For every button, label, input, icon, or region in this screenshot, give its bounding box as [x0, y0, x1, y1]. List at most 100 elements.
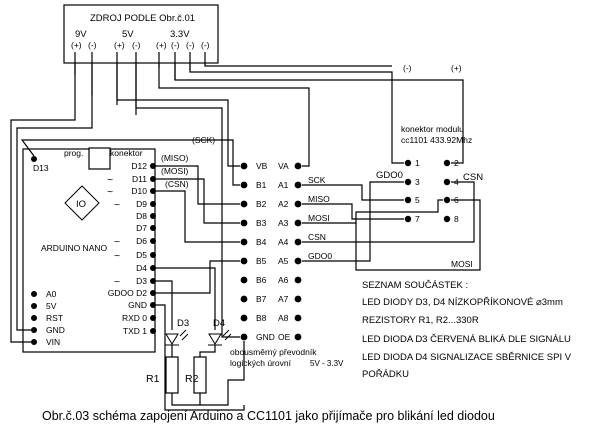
pin-gnd-conv-dot	[240, 333, 248, 341]
pwm-d10: ~	[107, 186, 113, 198]
d13-label: D13	[33, 163, 49, 173]
pin-d7-dot	[150, 225, 156, 231]
pin-a1: A1	[278, 180, 289, 190]
konektor-label: konektor	[110, 148, 143, 158]
pin-d4-dot	[150, 265, 156, 271]
figure-caption: Obr.č.03 schéma zapojení Arduino a CC110…	[42, 409, 495, 423]
parts-title: SEZNAM SOUČÁSTEK :	[362, 280, 468, 291]
module-pin-7-dot	[404, 215, 412, 223]
pin-b5-dot	[240, 257, 248, 265]
converter-right-pins: VA A1 A2 A3 A4 A5 A6 A7 A8 OE	[278, 161, 302, 342]
module-pin-1-dot	[404, 159, 412, 167]
pin-vb-dot	[240, 162, 248, 170]
module-pin-1: 1	[415, 158, 420, 168]
power-source-title: ZDROJ PODLE Obr.č.01	[90, 13, 195, 24]
module-title-2: cc1101 433.92Mhz	[401, 135, 472, 145]
pin-a1-dot	[294, 181, 302, 189]
pin-d7: D7	[136, 223, 147, 233]
pin-vin: VIN	[46, 337, 60, 347]
pin-oe: OE	[278, 332, 291, 342]
parts-item-5: POŘÁDKU	[362, 369, 409, 380]
module-plus-label: (+)	[451, 63, 462, 73]
pin-d3-dot	[150, 278, 156, 284]
module-pins: 1 2 3 4 5 6 7 8	[404, 158, 459, 224]
pin-a7: A7	[278, 294, 289, 304]
pin-a5-dot	[294, 257, 302, 265]
pin-a6-dot	[294, 276, 302, 284]
arduino-left-pins: A0 5V RST GND VIN	[31, 289, 65, 347]
pin-d10: D10	[131, 186, 147, 196]
pin-a8: A8	[278, 313, 289, 323]
label-3v3: 3.3V	[170, 29, 190, 40]
pwm-d6: ~	[114, 236, 120, 248]
pin-a3: A3	[278, 218, 289, 228]
pin-b2: B2	[256, 199, 267, 209]
label-d4: D4	[213, 318, 225, 329]
pin-3v3-minus-c: (-)	[201, 40, 210, 50]
module-pin-8: 8	[454, 214, 459, 224]
pin-9v-plus: (+)	[71, 40, 82, 50]
signal-mosi: MOSI	[308, 213, 330, 223]
pin-d10-dot	[150, 188, 156, 194]
label-r1: R1	[146, 373, 160, 385]
io-label: IO	[76, 199, 86, 210]
pin-a4: A4	[278, 237, 289, 247]
module-csn-label: CSN	[463, 172, 483, 183]
module-pin-4-dot	[443, 178, 451, 186]
led-d3: D3	[165, 318, 189, 346]
converter-voltage: 5V - 3.3V	[310, 359, 344, 368]
tag-miso: (MISO)	[161, 153, 189, 163]
pin-d6-dot	[150, 238, 156, 244]
pin-a4-dot	[294, 238, 302, 246]
pin-d11: D11	[132, 174, 147, 184]
pin-d8: D8	[136, 211, 147, 221]
pin-9v-minus: (-)	[88, 40, 97, 50]
pin-3v3-minus-a: (-)	[171, 40, 180, 50]
converter-line-2: logických úrovní	[230, 358, 292, 368]
pin-3v3-plus: (+)	[156, 40, 167, 50]
signal-sck: SCK	[308, 175, 326, 185]
power-source: ZDROJ PODLE Obr.č.01 9V 5V 3.3V (+) (-) …	[63, 4, 219, 64]
module-pin-3: 3	[415, 177, 420, 187]
module-pin-2-dot	[443, 159, 451, 167]
arduino-right-pins: D12 D11 D10 D9 D8 D7 D6 D5 D4 D3 GDOO D2…	[107, 161, 156, 336]
label-d3: D3	[177, 318, 189, 329]
pin-3v3-minus-b: (-)	[186, 40, 195, 50]
usb-connector	[88, 147, 111, 170]
pin-a6: A6	[278, 275, 289, 285]
pwm-d5: ~	[114, 250, 120, 262]
pin-rxd: RXD 0	[122, 313, 147, 323]
module-pin-3-dot	[404, 178, 412, 186]
pin-5v: 5V	[46, 301, 57, 311]
signal-miso: MISO	[308, 194, 330, 204]
pwm-d11: ~	[107, 174, 113, 186]
pin-b6: B6	[256, 275, 267, 285]
pwm-d9: ~	[114, 199, 120, 211]
pin-d4: D4	[136, 263, 147, 273]
pin-b8: B8	[256, 313, 267, 323]
module-pin-7: 7	[415, 214, 420, 224]
pin-rxd-dot	[150, 315, 156, 321]
pin-b1: B1	[256, 180, 267, 190]
pin-rst: RST	[46, 313, 63, 323]
pin-a2: A2	[278, 199, 289, 209]
pin-d8-dot	[150, 213, 156, 219]
pin-b7: B7	[256, 294, 267, 304]
converter-left-pins: VB B1 B2 B3 B4 B5 B6 B7 B8 GND	[240, 161, 275, 342]
pin-gnd-right-dot	[150, 302, 156, 308]
pin-b7-dot	[240, 295, 248, 303]
level-converter: VB B1 B2 B3 B4 B5 B6 B7 B8 GND VA A1 A2 …	[230, 161, 344, 368]
pin-txd-dot	[150, 328, 156, 334]
pin-vb: VB	[256, 161, 268, 171]
pwm-d3: ~	[114, 276, 120, 288]
tag-csn: (CSN)	[165, 179, 189, 189]
parts-item-1: LED DIODY D3, D4 NÍZKOPŘÍKONOVÉ ⌀3mm	[362, 297, 563, 308]
pin-va-dot	[294, 162, 302, 170]
prog-label: prog.	[64, 148, 83, 158]
arduino-nano: prog. konektor D13 IO ARDUINO NANO A0 5V…	[22, 135, 215, 353]
pin-a0: A0	[46, 289, 57, 299]
pin-gnd-left-dot	[31, 327, 37, 333]
pin-oe-dot	[294, 333, 302, 341]
signal-gdo0: GDO0	[308, 251, 332, 261]
